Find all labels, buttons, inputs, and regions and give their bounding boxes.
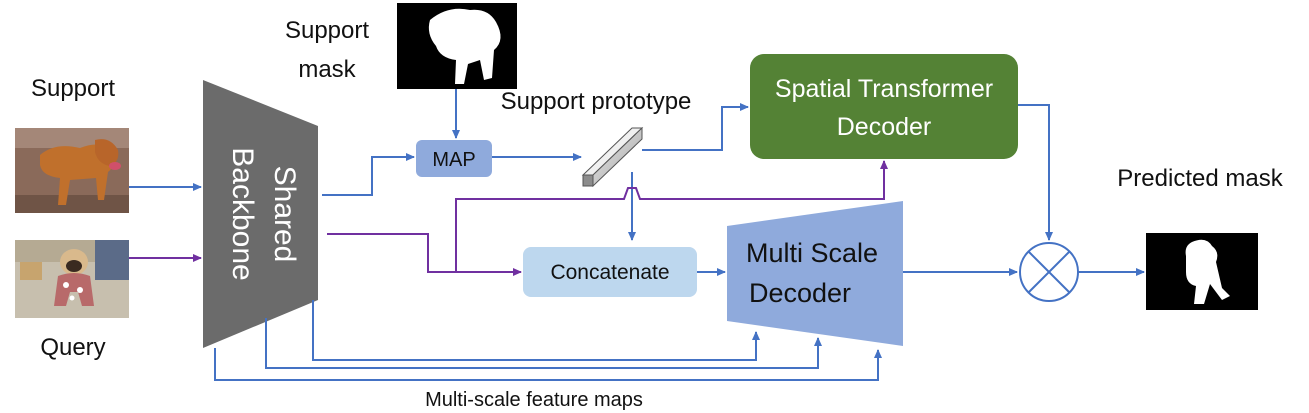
backbone-label-line2: Backbone — [226, 147, 259, 280]
support-label: Support — [31, 75, 115, 102]
support-prototype-icon — [581, 126, 644, 188]
multi-scale-decoder-block: Multi Scale Decoder — [727, 201, 903, 346]
support-path-connectors — [129, 89, 1145, 381]
query-image — [15, 240, 129, 318]
query-path-connectors — [129, 160, 888, 276]
multi-scale-feature-maps-label: Multi-scale feature maps — [425, 389, 643, 411]
support-mask-image — [397, 3, 517, 89]
support-prototype-label: Support prototype — [501, 88, 692, 115]
query-label: Query — [40, 334, 105, 361]
support-mask-label-line1: Support — [285, 17, 369, 44]
map-label: MAP — [432, 149, 475, 171]
predicted-mask-image — [1146, 233, 1258, 310]
spatial-transformer-decoder-block: Spatial Transformer Decoder — [750, 54, 1018, 159]
predicted-mask-label: Predicted mask — [1117, 165, 1283, 192]
circle-times-icon — [1019, 242, 1079, 302]
map-block: MAP — [416, 140, 492, 177]
spatial-transformer-label-line2: Decoder — [837, 113, 932, 141]
concatenate-label: Concatenate — [550, 261, 669, 284]
multi-scale-decoder-label-line2: Decoder — [749, 278, 851, 308]
spatial-transformer-label-line1: Spatial Transformer — [775, 75, 993, 103]
concatenate-block: Concatenate — [523, 247, 697, 297]
support-image — [15, 128, 129, 213]
multi-scale-decoder-label-line1: Multi Scale — [746, 238, 878, 268]
shared-backbone-block: Shared Backbone — [203, 80, 318, 348]
support-mask-label-line2: mask — [298, 56, 356, 83]
backbone-label-line1: Shared — [268, 166, 301, 263]
